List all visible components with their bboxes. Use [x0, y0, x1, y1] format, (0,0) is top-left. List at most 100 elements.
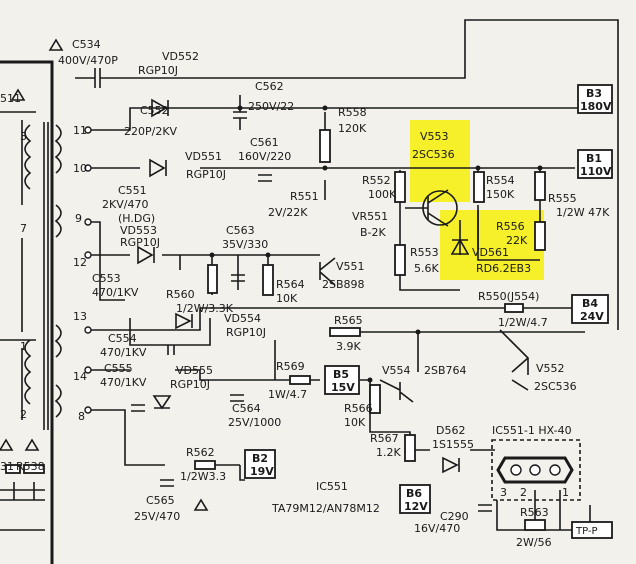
transistors [319, 189, 529, 403]
c551-name: C551 [118, 184, 147, 197]
c290-name: C290 [440, 510, 469, 523]
vd561-value: RD6.2EB3 [476, 262, 531, 275]
c554-name: C554 [108, 332, 137, 345]
r554-value: 150K [486, 188, 515, 201]
vd552-value: RGP10J [138, 64, 178, 77]
pin-2: 2 [20, 408, 27, 421]
b4-value: 24V [580, 310, 604, 323]
b4-name: B4 [582, 297, 598, 310]
pin-3: 3 [20, 130, 27, 143]
resistors [194, 129, 546, 531]
c553-value: 470/1KV [92, 286, 139, 299]
r531-name: 31 [0, 460, 14, 473]
r567-name: R567 [370, 432, 399, 445]
c552-name: C552 [140, 104, 169, 117]
r556-name: R556 [496, 220, 525, 233]
r552-value: 100K [368, 188, 397, 201]
c534-name: C534 [72, 38, 101, 51]
v551-value: 2SB898 [322, 278, 365, 291]
d562-name: D562 [436, 424, 465, 437]
b2-name: B2 [252, 452, 268, 465]
r558-value: 120K [338, 122, 367, 135]
r531-resistor [5, 464, 21, 474]
pin-11: 11 [73, 124, 87, 137]
r552-name: R552 [362, 174, 391, 187]
vd554-value: RGP10J [226, 326, 266, 339]
b1-name: B1 [586, 152, 602, 165]
vd552-name: VD552 [162, 50, 199, 63]
r553-value: 5.6K [414, 262, 439, 275]
vr551-name: VR551 [352, 210, 388, 223]
v551-name: V551 [336, 260, 365, 273]
ic551-package [491, 439, 581, 501]
pin-13: 13 [73, 310, 87, 323]
c561-name: C561 [250, 136, 279, 149]
vd561-name: VD561 [472, 246, 509, 259]
v554-name: V554 [382, 364, 411, 377]
ic-pin-1: 1 [562, 486, 569, 499]
ic551-value: TA79M12/AN78M12 [271, 502, 380, 515]
c561-value: 160V/220 [238, 150, 291, 163]
c551-note: (H.DG) [118, 212, 155, 225]
v553-highlight [410, 120, 470, 202]
pin-nodes [84, 105, 543, 414]
tp-name: TP-P [575, 526, 598, 537]
r566-name: R566 [344, 402, 373, 415]
v554-value: 2SB764 [424, 364, 467, 377]
r550-label: R550(J554) [478, 290, 539, 303]
d562-value: 1S1555 [432, 438, 474, 451]
ic-pin-2: 2 [520, 486, 527, 499]
r562-value: 1/2W3.3 [180, 470, 226, 483]
r563-value: 2W/56 [516, 536, 552, 549]
c555-value: 470/1KV [100, 376, 147, 389]
r560-name: R560 [166, 288, 195, 301]
r511-name: 511 [0, 92, 21, 105]
r566-value: 10K [344, 416, 366, 429]
c555-name: C555 [104, 362, 133, 375]
vd553-name: VD553 [120, 224, 157, 237]
v552-name: V552 [536, 362, 565, 375]
transformer [0, 60, 62, 564]
vr551-value: B-2K [360, 226, 387, 239]
v553-value: 2SC536 [412, 148, 455, 161]
c551-value: 2KV/470 [102, 198, 148, 211]
r554-name: R554 [486, 174, 515, 187]
vd551-value: RGP10J [186, 168, 226, 181]
warning-icon [48, 38, 209, 511]
capacitors [131, 111, 492, 512]
pin-7: 7 [20, 222, 27, 235]
c562-value: 250V/22 [248, 100, 294, 113]
pin-10: 10 [73, 162, 87, 175]
c290-value: 16V/470 [414, 522, 460, 535]
diodes [137, 98, 470, 474]
r560-value: 1/2W/3.3K [176, 302, 234, 315]
r553-name: R553 [410, 246, 439, 259]
c552-value: 220P/2KV [124, 125, 178, 138]
r565-name: R565 [334, 314, 363, 327]
ic551-name: IC551 [316, 480, 348, 493]
r569-value: 1W/4.7 [268, 388, 307, 401]
b6-name: B6 [406, 487, 422, 500]
b3-name: B3 [586, 87, 602, 100]
c564-value: 25V/1000 [228, 416, 281, 429]
rail-boxes [244, 84, 613, 539]
r567-value: 1.2K [376, 446, 401, 459]
r558-name: R558 [338, 106, 367, 119]
b3-value: 180V [580, 100, 612, 113]
ic-label: IC551-1 HX-40 [492, 424, 572, 437]
pin-14: 14 [73, 370, 87, 383]
r562-name: R562 [186, 446, 215, 459]
vd555-value: RGP10J [170, 378, 210, 391]
r564-value: 10K [276, 292, 298, 305]
b5-value: 15V [331, 381, 355, 394]
c553-name: C553 [92, 272, 121, 285]
r569-name: R569 [276, 360, 305, 373]
r564-name: R564 [276, 278, 305, 291]
c554-value: 470/1KV [100, 346, 147, 359]
ic-pin-3: 3 [500, 486, 507, 499]
b1-value: 110V [580, 165, 612, 178]
vd553-value: RGP10J [120, 236, 160, 249]
r551-name: R551 [290, 190, 319, 203]
r563-name: R563 [520, 506, 549, 519]
